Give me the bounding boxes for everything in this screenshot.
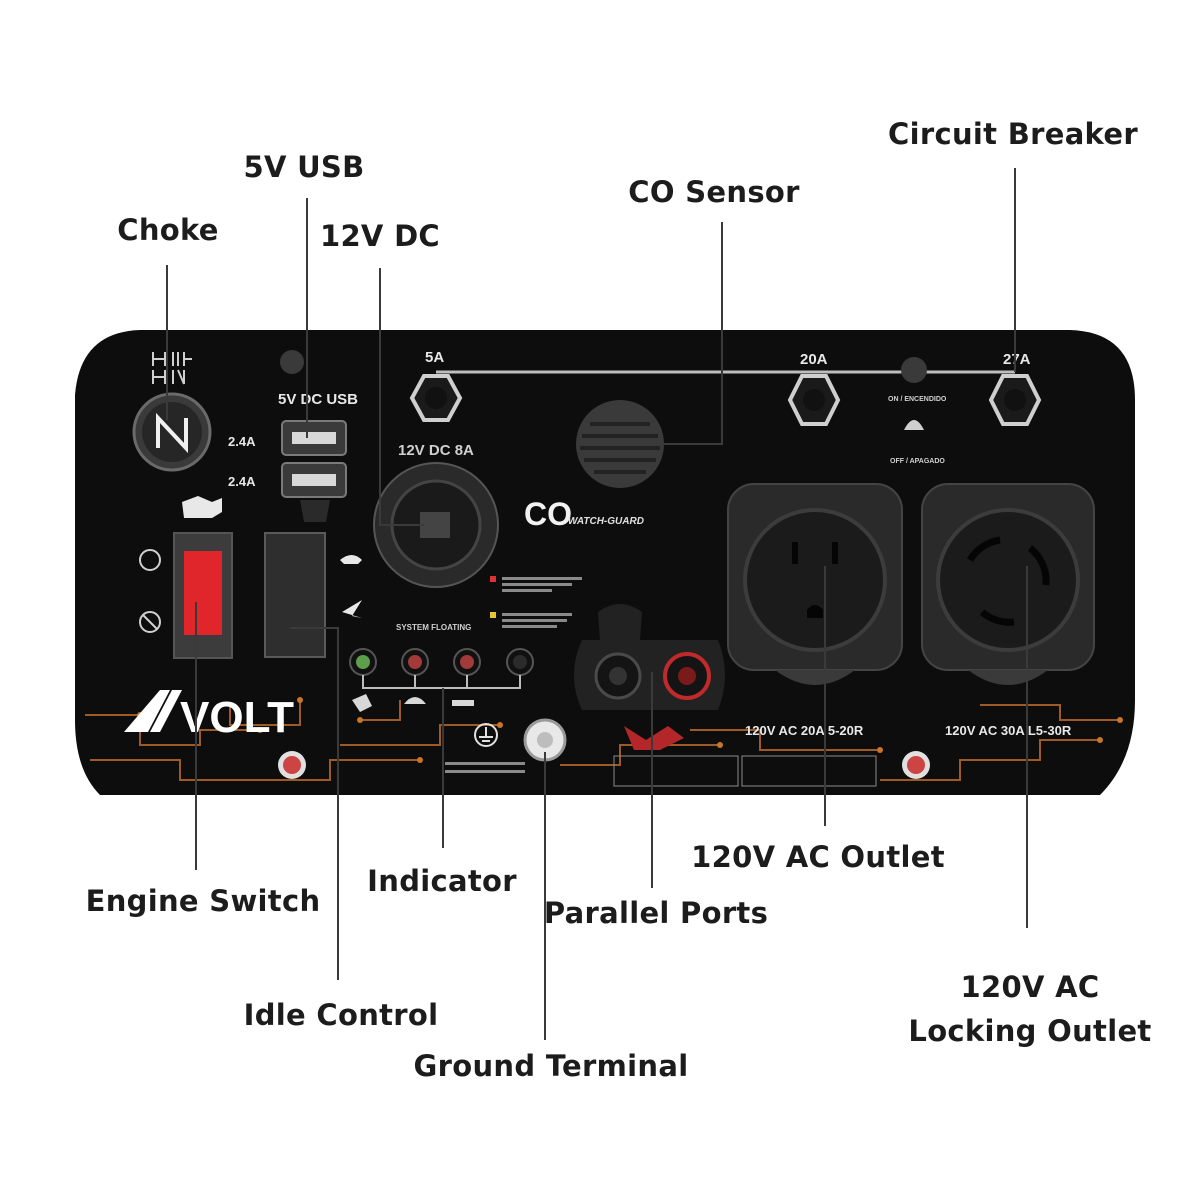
breaker-20a-label: 20A bbox=[800, 351, 828, 368]
breaker-5a[interactable] bbox=[409, 374, 463, 422]
callout-co-sensor: CO Sensor bbox=[628, 175, 800, 209]
engine-on-icon bbox=[139, 549, 161, 571]
breaker-20a[interactable] bbox=[787, 374, 841, 426]
parallel-warning-boxes bbox=[613, 755, 877, 787]
panel-screw-bottom-right bbox=[902, 751, 930, 779]
brand-logo: VOLT bbox=[124, 690, 294, 742]
indicator-led-output bbox=[349, 648, 377, 676]
engine-switch[interactable] bbox=[173, 532, 233, 659]
leader-idle-control bbox=[290, 627, 339, 980]
callout-locking-outlet-line2: Locking Outlet bbox=[908, 1014, 1152, 1048]
dc-12v-panel-label: 12V DC 8A bbox=[398, 442, 474, 459]
idle-control-switch[interactable] bbox=[264, 532, 326, 658]
system-floating-label: SYSTEM FLOATING bbox=[396, 623, 471, 632]
choke-position-icon bbox=[152, 352, 192, 385]
turtle-icon bbox=[340, 555, 362, 564]
dc-12v-socket[interactable] bbox=[373, 462, 499, 588]
panel-screw-bottom-left bbox=[278, 751, 306, 779]
circuit-traces-decoration bbox=[85, 700, 1120, 781]
brand-logo-text: VOLT bbox=[180, 693, 294, 742]
leader-12v-dc bbox=[379, 268, 424, 526]
callout-12v-dc: 12V DC bbox=[319, 219, 441, 253]
callout-choke: Choke bbox=[117, 213, 219, 247]
ac-outlet-5-20r-label: 120V AC 20A 5-20R bbox=[745, 723, 864, 738]
indicator-led-overload bbox=[401, 648, 429, 676]
usb-port-2[interactable] bbox=[281, 462, 347, 498]
co-watchguard-text: WATCH-GUARD bbox=[568, 516, 644, 527]
parallel-ports[interactable] bbox=[574, 604, 725, 710]
callout-indicator: Indicator bbox=[367, 864, 517, 898]
callout-5v-usb: 5V USB bbox=[243, 150, 365, 184]
callout-ground-terminal: Ground Terminal bbox=[413, 1049, 689, 1083]
usb-amp-label-1: 2.4A bbox=[228, 434, 256, 449]
ac-locking-outlet-label: 120V AC 30A L5-30R bbox=[945, 723, 1072, 738]
callout-locking-outlet: 120V AC Locking Outlet bbox=[908, 965, 1151, 1053]
panel-screw-top-left bbox=[280, 350, 304, 374]
callout-circuit-breaker: Circuit Breaker bbox=[888, 117, 1138, 151]
indicator-led-oil bbox=[453, 648, 481, 676]
usb-port-1[interactable] bbox=[281, 420, 347, 456]
usb-panel-label: 5V DC USB bbox=[278, 391, 358, 408]
leader-co-sensor bbox=[620, 222, 723, 445]
usb-amp-label-2: 2.4A bbox=[228, 474, 256, 489]
breaker-27a[interactable] bbox=[988, 374, 1042, 426]
leader-lines bbox=[166, 168, 1028, 1040]
choke-knob[interactable] bbox=[132, 392, 212, 472]
engine-icon bbox=[182, 496, 222, 518]
usb-cover-flap bbox=[300, 500, 330, 522]
ground-terminal[interactable] bbox=[523, 718, 567, 762]
bell-icon bbox=[904, 420, 924, 430]
co-warning-text-lines bbox=[490, 576, 582, 628]
circuit-dots-decoration bbox=[137, 697, 1123, 763]
ac-locking-outlet-l5-30r[interactable] bbox=[921, 483, 1095, 685]
callout-idle-control: Idle Control bbox=[243, 998, 439, 1032]
breaker-5a-label: 5A bbox=[425, 349, 444, 366]
indicator-icons bbox=[352, 694, 474, 712]
callout-ac-outlet: 120V AC Outlet bbox=[691, 840, 945, 874]
ground-symbol-icon bbox=[474, 723, 498, 747]
callout-locking-outlet-line1: 120V AC bbox=[960, 970, 1100, 1004]
on-label: ON / ENCENDIDO bbox=[888, 396, 947, 403]
co-logo-text: CO bbox=[524, 496, 572, 532]
ac-outlet-5-20r[interactable] bbox=[727, 483, 903, 685]
off-label: OFF / APAGADO bbox=[890, 458, 945, 465]
breaker-27a-label: 27A bbox=[1003, 351, 1031, 368]
callout-engine-switch: Engine Switch bbox=[85, 884, 321, 918]
eco-switch-knob bbox=[901, 357, 927, 383]
engine-off-icon bbox=[139, 611, 161, 633]
indicator-led-extra bbox=[506, 648, 534, 676]
parallel-logo-icon bbox=[624, 726, 684, 750]
callout-parallel-ports: Parallel Ports bbox=[543, 896, 769, 930]
rabbit-icon bbox=[342, 600, 362, 618]
